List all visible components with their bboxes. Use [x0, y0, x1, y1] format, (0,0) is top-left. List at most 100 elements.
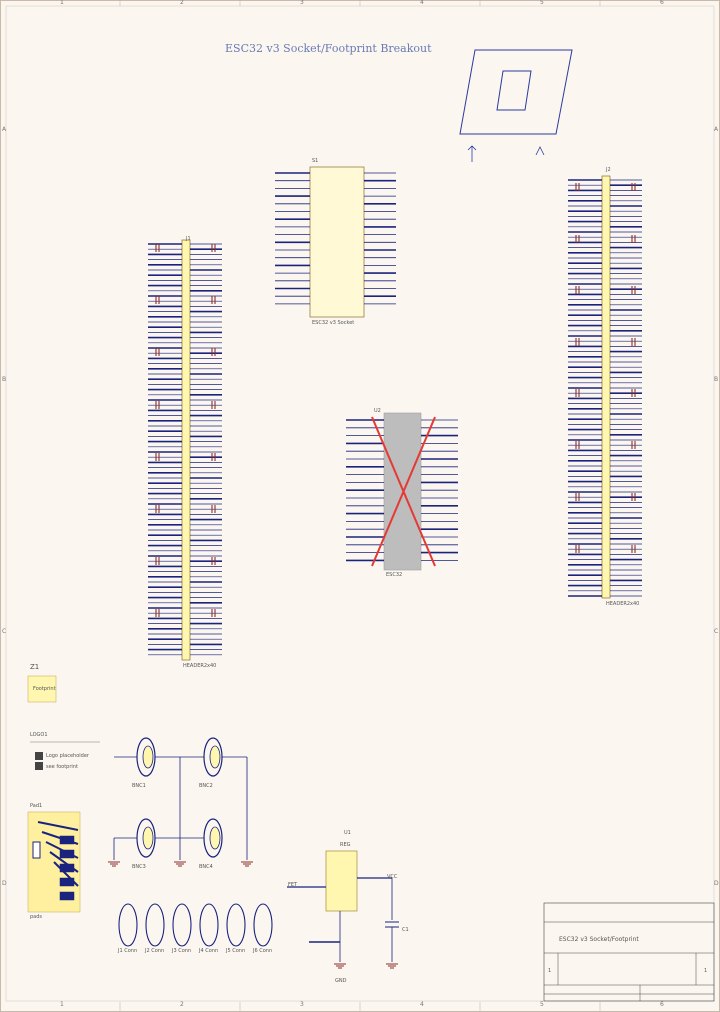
mount-label-6: J6 Conn	[253, 948, 273, 954]
u1-part: REG	[340, 842, 351, 848]
pad-square	[59, 891, 75, 901]
pad-slot	[32, 841, 41, 859]
mount-label-3: J3 Conn	[172, 948, 192, 954]
logo-line2: see footprint	[46, 764, 78, 770]
zone-bottom-5: 5	[540, 1001, 544, 1008]
bnc-label-4: BNC4	[199, 864, 213, 870]
title-block	[543, 902, 715, 1002]
j2-body	[601, 175, 611, 599]
ic-u2-not-fitted[interactable]	[346, 412, 458, 571]
header-j2[interactable]	[568, 175, 642, 599]
cap-symbol	[211, 505, 216, 513]
cap-symbol	[211, 244, 216, 252]
pad-label: pads	[30, 914, 43, 920]
pad-trace	[45, 841, 79, 859]
cap-symbol	[631, 441, 636, 449]
mount-label-4: J4 Conn	[199, 948, 219, 954]
zone-top-2: 2	[180, 0, 184, 6]
cap-symbol	[211, 557, 216, 565]
cap-symbol	[575, 338, 580, 346]
cap-symbol	[155, 348, 160, 356]
cap-symbol	[575, 235, 580, 243]
cap-symbol	[155, 401, 160, 409]
cap-symbol	[631, 389, 636, 397]
ground-symbols	[108, 861, 398, 969]
mount-label-1: J1 Conn	[118, 948, 138, 954]
chip-footprint	[459, 49, 573, 162]
pad-square	[59, 849, 75, 859]
fet-label: FET	[288, 882, 298, 888]
pad-trace	[41, 831, 79, 845]
cap-symbol	[211, 609, 216, 617]
cap-symbol	[631, 338, 636, 346]
z1-designator: Z1	[30, 663, 40, 671]
u2-cross-b	[371, 416, 436, 567]
bnc-inner-3	[142, 826, 154, 850]
cap-symbol	[155, 609, 160, 617]
zone-right-D: D	[714, 880, 719, 887]
j1-body	[181, 239, 191, 661]
bnc-label-2: BNC2	[199, 783, 213, 789]
cap-symbol	[575, 441, 580, 449]
j1-part: HEADER2x40	[183, 663, 217, 669]
cap-symbol	[575, 183, 580, 191]
regulator-u1[interactable]	[287, 850, 399, 962]
pad-footprint[interactable]	[27, 811, 81, 913]
mount-hole-4	[199, 903, 219, 947]
cap-symbol	[211, 296, 216, 304]
bnc-jacks[interactable]	[113, 737, 248, 860]
zone-right-B: B	[714, 376, 719, 383]
cap-symbol	[631, 493, 636, 501]
pad-trace	[49, 851, 79, 873]
logo-designator: LOGO1	[30, 732, 48, 738]
vcc-label: VCC	[387, 874, 398, 880]
zone-bottom-1: 1	[60, 1001, 64, 1008]
cap-symbol	[211, 401, 216, 409]
zone-left-A: A	[2, 126, 7, 133]
cap-symbol	[631, 183, 636, 191]
cap-symbol	[631, 235, 636, 243]
cap-symbol	[155, 557, 160, 565]
mount-hole-3	[172, 903, 192, 947]
logo-line1: Logo placeholder	[46, 753, 89, 759]
sheet-title: ESC32 v3 Socket/Footprint Breakout	[225, 42, 432, 55]
zone-top-1: 1	[60, 0, 64, 6]
zone-ticks	[119, 0, 720, 1012]
zone-right-C: C	[714, 628, 719, 635]
cap-symbol	[575, 545, 580, 553]
s1-part: ESC32 v3 Socket	[312, 320, 355, 326]
mount-hole-5	[226, 903, 246, 947]
header-j1[interactable]	[148, 239, 222, 661]
zone-top-5: 5	[540, 0, 544, 6]
zone-left-D: D	[2, 880, 7, 887]
cap-symbol	[575, 286, 580, 294]
zone-left-B: B	[2, 376, 7, 383]
j2-part: HEADER2x40	[606, 601, 640, 607]
mount-hole-6	[253, 903, 273, 947]
cap-symbol	[575, 389, 580, 397]
c1-designator: C1	[402, 927, 409, 933]
gnd-label: GND	[335, 978, 347, 984]
u2-part: ESC32	[386, 572, 403, 578]
pad-trace	[53, 861, 79, 887]
cap-symbol	[211, 453, 216, 461]
zone-top-6: 6	[660, 0, 664, 6]
z1-box[interactable]	[27, 675, 57, 703]
s1-body	[309, 166, 365, 318]
zone-right-A: A	[714, 126, 719, 133]
cap-symbol	[631, 286, 636, 294]
mount-label-2: J2 Conn	[145, 948, 165, 954]
zone-bottom-4: 4	[420, 1001, 424, 1008]
logo-block	[30, 741, 100, 770]
u2-designator: U2	[374, 408, 381, 414]
j1-designator: J1	[186, 236, 191, 242]
zone-left-C: C	[2, 628, 7, 635]
bnc-inner-2	[209, 745, 221, 769]
socket-s1[interactable]	[275, 166, 396, 318]
cap-symbol	[211, 348, 216, 356]
cap-symbol	[631, 545, 636, 553]
bnc-label-3: BNC3	[132, 864, 146, 870]
zone-bottom-2: 2	[180, 1001, 184, 1008]
bnc-inner-4	[209, 826, 221, 850]
zone-bottom-3: 3	[300, 1001, 304, 1008]
